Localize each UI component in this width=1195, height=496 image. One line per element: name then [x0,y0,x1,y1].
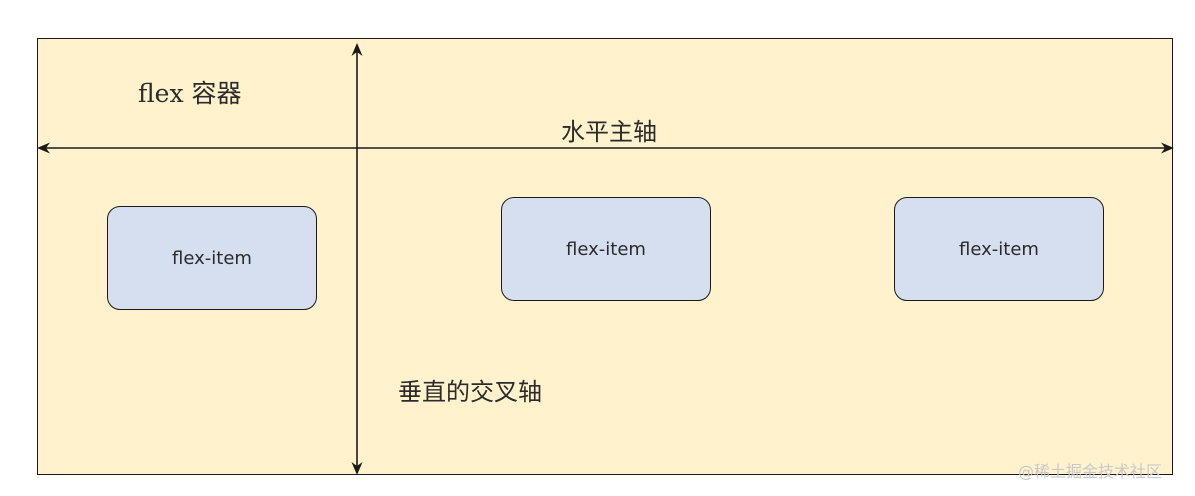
cross-axis-label: 垂直的交叉轴 [398,378,542,406]
flex-item-2: flex-item [501,197,711,301]
watermark: @稀土掘金技术社区 [1018,462,1163,481]
container-label: flex 容器 [138,79,242,108]
flex-item-1: flex-item [107,206,317,310]
flex-item-label: flex-item [172,247,252,269]
flex-item-3: flex-item [894,197,1104,301]
flex-item-label: flex-item [959,238,1039,260]
flex-item-label: flex-item [566,238,646,260]
main-axis-label: 水平主轴 [561,118,657,146]
